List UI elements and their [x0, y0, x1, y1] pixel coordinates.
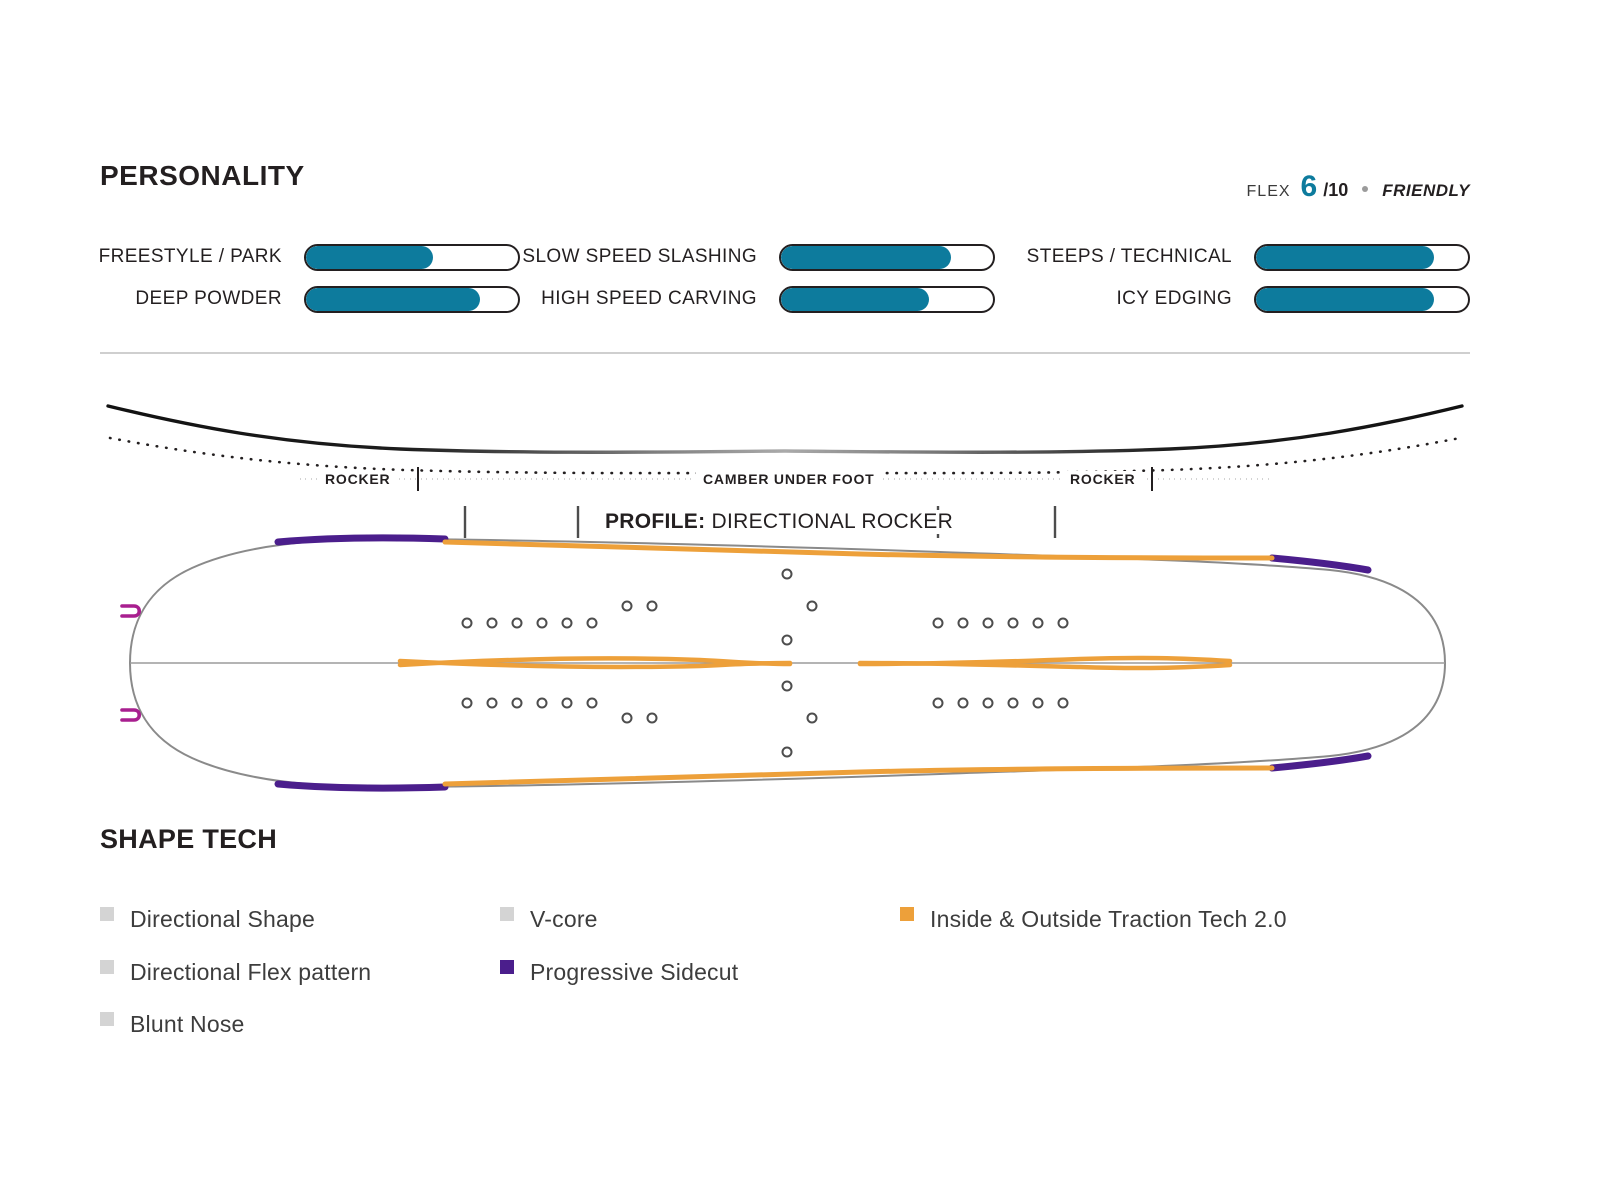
- insert-holes-mid-left-pair-lower: [621, 712, 658, 724]
- shape-tech-column-3: Inside & Outside Traction Tech 2.0: [900, 900, 1330, 953]
- legend-swatch-icon: [500, 959, 514, 974]
- section-divider: [100, 352, 1470, 354]
- legend-item: Directional Flex pattern: [100, 953, 500, 992]
- legend-swatch-icon: [100, 1012, 114, 1027]
- legend-item: V-core: [500, 900, 930, 939]
- legend-label-blunt-nose: Blunt Nose: [130, 1011, 245, 1038]
- sidecut-accent-nose-top: [274, 534, 449, 546]
- profile-caption-key: PROFILE:: [605, 510, 706, 533]
- profile-diagram: ROCKER CAMBER UNDER FOOT ROCKER PROFILE:…: [100, 378, 1470, 538]
- rating-bar-fill: [781, 287, 930, 311]
- rating-column-3: STEEPS / TECHNICAL ICY EDGING: [1027, 238, 1470, 322]
- legend-item: Inside & Outside Traction Tech 2.0: [900, 900, 1330, 939]
- legend-label-v-core: V-core: [530, 906, 598, 932]
- rating-bar-freestyle-park: [304, 243, 520, 271]
- traction-outside-top: [442, 539, 1275, 561]
- flex-label: FLEX: [1246, 183, 1291, 200]
- profile-camber-line: [106, 404, 1464, 454]
- legend-swatch-icon: [100, 959, 114, 974]
- traction-inside-left-bottom: [397, 658, 793, 670]
- profile-zone-label-rocker-right: ROCKER: [1063, 471, 1143, 487]
- board-top-view-svg: [120, 534, 1447, 792]
- rating-row: FREESTYLE / PARK: [98, 242, 520, 272]
- sidecut-accent-nose-bottom: [274, 780, 449, 792]
- blunt-nose-marker-top-icon: [120, 604, 142, 618]
- legend-label-progressive-sidecut: Progressive Sidecut: [530, 958, 739, 985]
- sidecut-accent-tail-bottom: [1268, 752, 1372, 772]
- rating-row: ICY EDGING: [1050, 284, 1470, 314]
- insert-holes-left-lower: [461, 697, 598, 709]
- insert-holes-center-lower: [781, 680, 818, 758]
- board-top-view: [100, 518, 1470, 808]
- page-title: PERSONALITY: [100, 160, 305, 191]
- rating-bar-slow-speed-slashing: [779, 243, 995, 271]
- rating-column-2: SLOW SPEED SLASHING HIGH SPEED CARVING: [522, 238, 995, 322]
- profile-zone-label-rocker-left: ROCKER: [318, 471, 398, 487]
- legend-label-directional-shape: Directional Shape: [130, 906, 315, 932]
- rating-bar-deep-powder: [304, 285, 520, 313]
- legend-label-traction-tech: Inside & Outside Traction Tech 2.0: [930, 906, 1287, 932]
- shape-tech-column-2: V-core Progressive Sidecut: [500, 900, 930, 1005]
- rating-label-icy-edging: ICY EDGING: [1116, 288, 1232, 309]
- rating-bar-fill: [306, 245, 434, 269]
- profile-zone-label-camber: CAMBER UNDER FOOT: [696, 471, 882, 487]
- sidecut-accent-tail-top: [1268, 554, 1372, 574]
- rating-row: STEEPS / TECHNICAL: [1027, 242, 1470, 272]
- rating-bar-fill: [1256, 245, 1435, 269]
- rating-label-freestyle-park: FREESTYLE / PARK: [98, 246, 282, 267]
- rating-label-deep-powder: DEEP POWDER: [135, 288, 282, 309]
- insert-holes-center-upper: [781, 568, 818, 646]
- legend-item: Progressive Sidecut: [500, 953, 930, 992]
- legend-item: Directional Shape: [100, 900, 500, 939]
- rating-bar-fill: [1256, 287, 1435, 311]
- insert-holes-left-upper: [461, 617, 598, 629]
- flex-readout: FLEX 6 /10 FRIENDLY: [1247, 172, 1470, 202]
- traction-inside-right-bottom: [857, 660, 1233, 671]
- rating-row: HIGH SPEED CARVING: [541, 284, 995, 314]
- insert-holes-right-lower: [932, 697, 1069, 709]
- rating-label-steeps-technical: STEEPS / TECHNICAL: [1026, 246, 1232, 267]
- rating-bar-fill: [781, 245, 951, 269]
- rating-row: SLOW SPEED SLASHING: [522, 242, 995, 272]
- legend-swatch-icon: [500, 907, 514, 921]
- flex-descriptor: FRIENDLY: [1382, 181, 1470, 200]
- legend-label-directional-flex-pattern: Directional Flex pattern: [130, 958, 372, 985]
- profile-caption-value: DIRECTIONAL ROCKER: [711, 510, 954, 533]
- rating-label-high-speed-carving: HIGH SPEED CARVING: [541, 288, 757, 309]
- shape-tech-title: SHAPE TECH: [100, 824, 278, 854]
- shape-tech-column-1: Directional Shape Directional Flex patte…: [100, 900, 500, 1058]
- rating-bar-icy-edging: [1254, 285, 1470, 313]
- insert-holes-mid-left-pair-upper: [621, 600, 658, 612]
- blunt-nose-marker-bottom-icon: [120, 708, 142, 722]
- rating-bar-steeps-technical: [1254, 243, 1470, 271]
- traction-outside-bottom: [442, 765, 1275, 787]
- personality-ratings: FREESTYLE / PARK DEEP POWDER SLOW SPEED …: [98, 238, 1470, 322]
- shape-tech-legend: Directional Shape Directional Flex patte…: [100, 900, 1470, 1037]
- personality-header: PERSONALITY FLEX 6 /10 FRIENDLY: [100, 160, 1470, 206]
- separator-dot-icon: [1362, 186, 1369, 192]
- rating-row: DEEP POWDER: [100, 284, 520, 314]
- legend-swatch-icon: [900, 907, 914, 921]
- rating-bar-high-speed-carving: [779, 285, 995, 313]
- flex-score-denominator: /10: [1323, 180, 1349, 200]
- legend-swatch-icon: [100, 907, 114, 921]
- legend-item: Blunt Nose: [100, 1005, 500, 1044]
- rating-label-slow-speed-slashing: SLOW SPEED SLASHING: [522, 246, 757, 267]
- rating-bar-fill: [306, 287, 480, 311]
- rating-column-1: FREESTYLE / PARK DEEP POWDER: [98, 238, 520, 322]
- insert-holes-right-upper: [932, 617, 1069, 629]
- profile-caption: PROFILE: DIRECTIONAL ROCKER: [595, 510, 964, 534]
- flex-score-value: 6: [1300, 170, 1318, 203]
